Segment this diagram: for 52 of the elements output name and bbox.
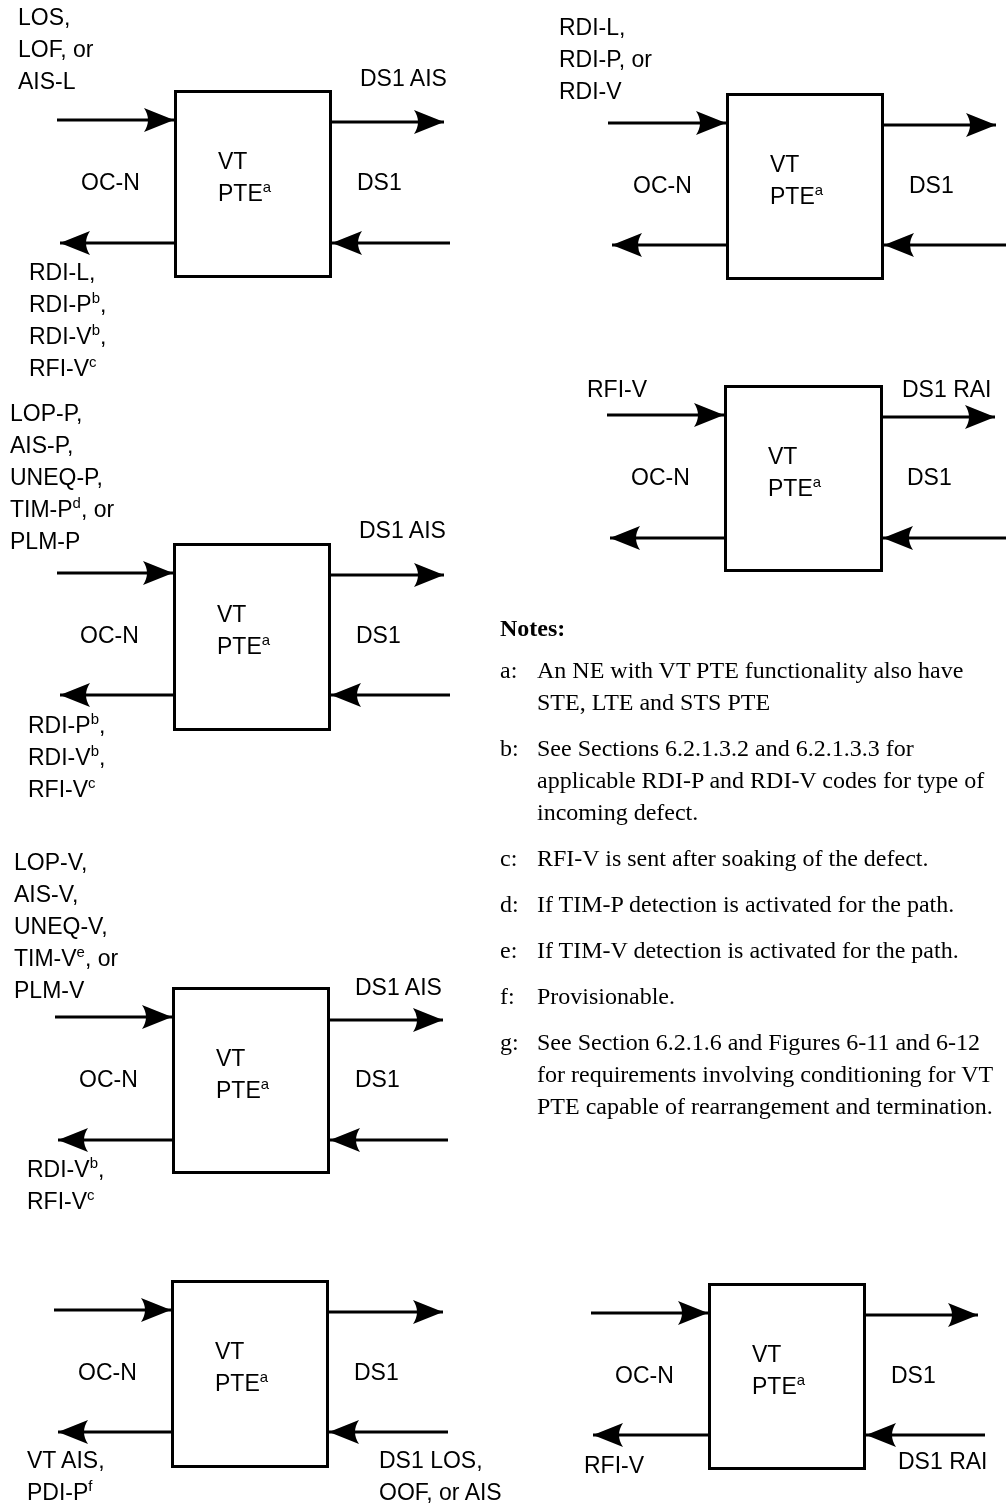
signal-label: RDI-P$^{b}$, RDI-V$^{b}$, RFI-V$^{c}$ [28,709,107,804]
box-label: VT PTE$^{a}$ [215,1337,270,1398]
port-label: DS1 [356,621,401,650]
signal-label: RFI-V [587,375,648,404]
box-label: VT PTE$^{a}$ [216,1044,271,1105]
signal-label: RDI-L, RDI-P$^{b}$, RDI-V$^{b}$, RFI-V$^{c}$ [29,258,108,383]
note-marker: e: [500,936,519,965]
signal-label: LOS, LOF, or AIS-L [18,3,95,96]
port-label: DS1 [354,1358,399,1387]
note-text: If TIM-V detection is activated for the path. [537,936,960,965]
note-marker: g: [500,1028,520,1057]
box-label: VT PTE$^{a}$ [770,150,825,211]
signal-label: RDI-L, RDI-P, or RDI-V [559,13,653,106]
signal-label: DS1 AIS [360,64,447,93]
signal-label: DS1 AIS [355,973,442,1002]
box-label: VT PTE$^{a}$ [752,1340,807,1401]
signal-label: LOP-P, AIS-P, UNEQ-P, TIM-P$^{d}$, or PLM-P [10,399,116,556]
port-label: OC-N [79,1065,138,1094]
port-label: DS1 [357,168,402,197]
signal-label: DS1 LOS, OOF, or AIS [379,1446,503,1505]
port-label: OC-N [631,463,690,492]
note-text: Provisionable. [537,982,676,1011]
note-text: See Section 6.2.1.6 and Figures 6-11 and 6-12 for requirements involving conditioning for VT PTE capable of rearrangement and termination. [537,1028,994,1121]
note-text: An NE with VT PTE functionality also have STE, LTE and STS PTE [537,656,965,717]
note-marker: a: [500,656,519,685]
box-label: VT PTE$^{a}$ [217,600,272,661]
port-label: OC-N [615,1361,674,1390]
port-label: OC-N [81,168,140,197]
note-marker: f: [500,982,516,1011]
port-label: DS1 [909,171,954,200]
note-text: If TIM-P detection is activated for the path. [537,890,956,919]
box-label: VT PTE$^{a}$ [218,147,273,208]
note-text: RFI-V is sent after soaking of the defect. [537,844,930,873]
note-marker: c: [500,844,519,873]
port-label: DS1 [355,1065,400,1094]
note-marker: b: [500,734,520,763]
signal-label: LOP-V, AIS-V, UNEQ-V, TIM-V$^{e}$, or PLM-V [14,848,120,1005]
port-label: DS1 [907,463,952,492]
port-label: OC-N [78,1358,137,1387]
port-label: OC-N [633,171,692,200]
signal-label: DS1 RAI [902,375,992,404]
port-label: OC-N [80,621,139,650]
signal-label: DS1 RAI [898,1447,988,1476]
signal-label: RDI-V$^{b}$, RFI-V$^{c}$ [27,1153,106,1216]
note-marker: d: [500,890,520,919]
signal-label: RFI-V [584,1451,645,1480]
signal-label: DS1 AIS [359,516,446,545]
signal-label: VT AIS, PDI-P$^{f}$ [27,1446,106,1505]
notes-heading: Notes: [500,614,567,643]
port-label: DS1 [891,1361,936,1390]
note-text: See Sections 6.2.1.3.2 and 6.2.1.3.3 for applicable RDI-P and RDI-V codes for type of incoming defect. [537,734,986,827]
box-label: VT PTE$^{a}$ [768,442,823,503]
